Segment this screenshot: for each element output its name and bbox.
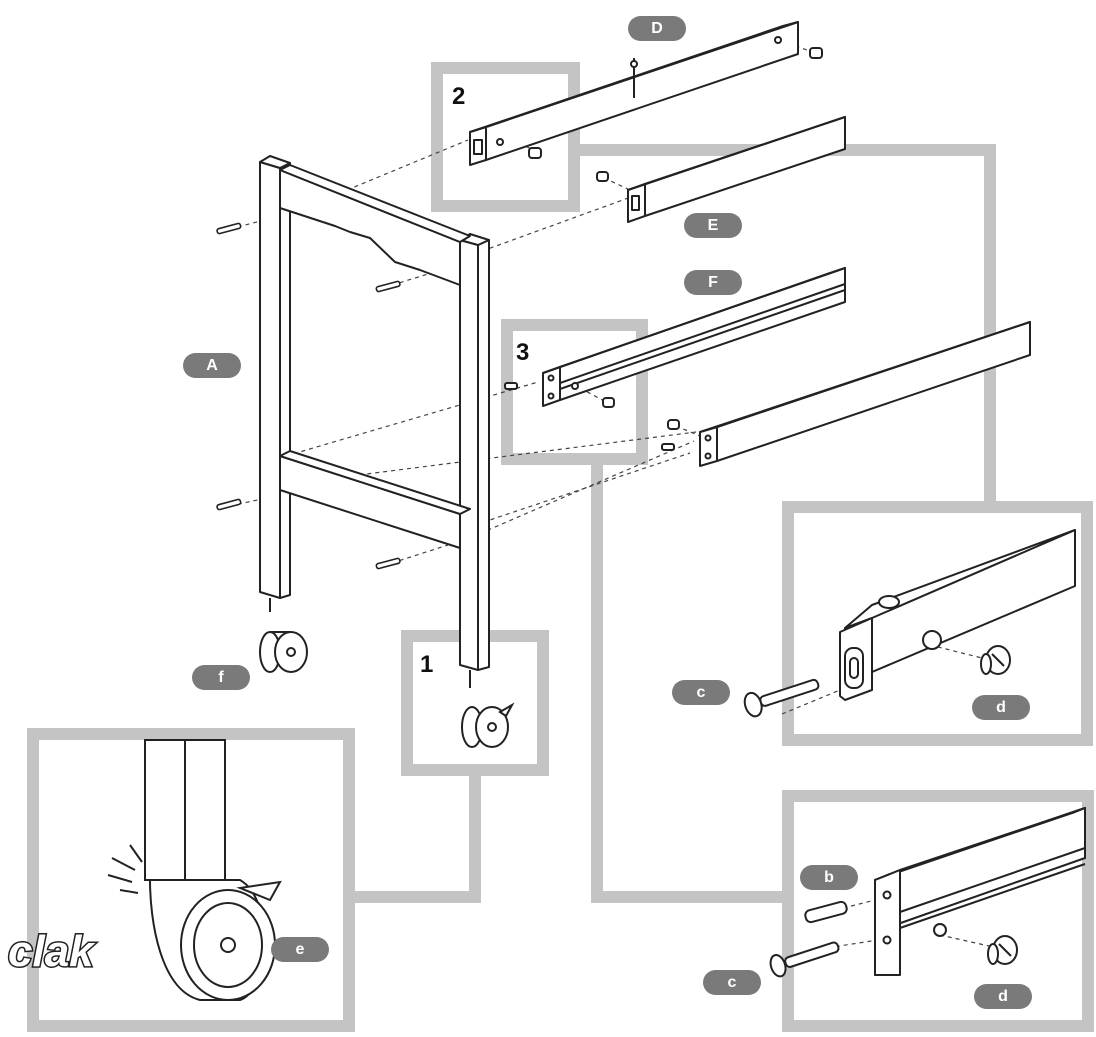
label-c-top: c: [672, 680, 730, 705]
zoom-rail-end: [743, 529, 1076, 718]
label-a: A: [183, 353, 241, 378]
caster-step-1: [461, 702, 515, 748]
label-b: b: [800, 865, 858, 890]
callout-frame-step-2: [431, 62, 580, 212]
label-e: E: [684, 213, 742, 238]
label-f-caster: f: [192, 665, 250, 690]
rail-part-e: [596, 116, 846, 223]
connector-step-3: [591, 459, 788, 903]
zoom-frame-rail-groove: [782, 790, 1094, 1032]
svg-text:e: e: [296, 941, 305, 958]
svg-text:A: A: [206, 357, 218, 374]
label-d-top: d: [972, 695, 1030, 720]
zoom-frame-caster: [27, 728, 355, 1032]
callout-frames: [27, 62, 1094, 1032]
zoom-frame-rail-end: [782, 501, 1093, 746]
svg-text:F: F: [708, 274, 718, 291]
svg-text:d: d: [998, 988, 1008, 1005]
svg-text:c: c: [697, 684, 706, 701]
zoom-cam-nut-2: [987, 935, 1018, 965]
label-e-caster: e: [271, 937, 329, 962]
zoom-bolt-2: [769, 941, 840, 978]
svg-text:E: E: [708, 217, 719, 234]
rail-part-g: [661, 321, 1031, 467]
svg-text:f: f: [218, 669, 224, 686]
step-numbers: 2 3 1: [420, 83, 529, 678]
svg-text:d: d: [996, 699, 1006, 716]
svg-text:b: b: [824, 869, 834, 886]
zoom-rail-groove: [769, 807, 1086, 978]
connector-step-1: [349, 770, 481, 903]
rail-part-f: [504, 267, 846, 408]
screws-and-dowels: [216, 222, 401, 570]
callout-frame-step-3: [501, 319, 648, 465]
step-number-1: 1: [420, 651, 433, 678]
zoom-cam-nut: [980, 645, 1011, 675]
zoom-bolt: [743, 678, 820, 718]
step-number-3: 3: [516, 339, 529, 366]
frame-part-a: [259, 155, 490, 688]
zoom-dowel: [804, 900, 848, 924]
click-lines: [107, 844, 143, 894]
caster-f: [259, 631, 308, 673]
label-f-rail: F: [684, 270, 742, 295]
label-d-bottom: d: [974, 984, 1032, 1009]
sound-effect-text: clak: [8, 927, 96, 976]
connector-step-2: [574, 144, 996, 507]
label-d: D: [628, 16, 686, 41]
svg-text:c: c: [728, 974, 737, 991]
svg-text:D: D: [651, 20, 663, 37]
label-c-bottom: c: [703, 970, 761, 995]
rail-part-d: [469, 21, 823, 166]
part-labels: D E F A f c d b c d e: [183, 16, 1032, 1009]
step-number-2: 2: [452, 83, 465, 110]
zoom-caster: [107, 739, 282, 1001]
